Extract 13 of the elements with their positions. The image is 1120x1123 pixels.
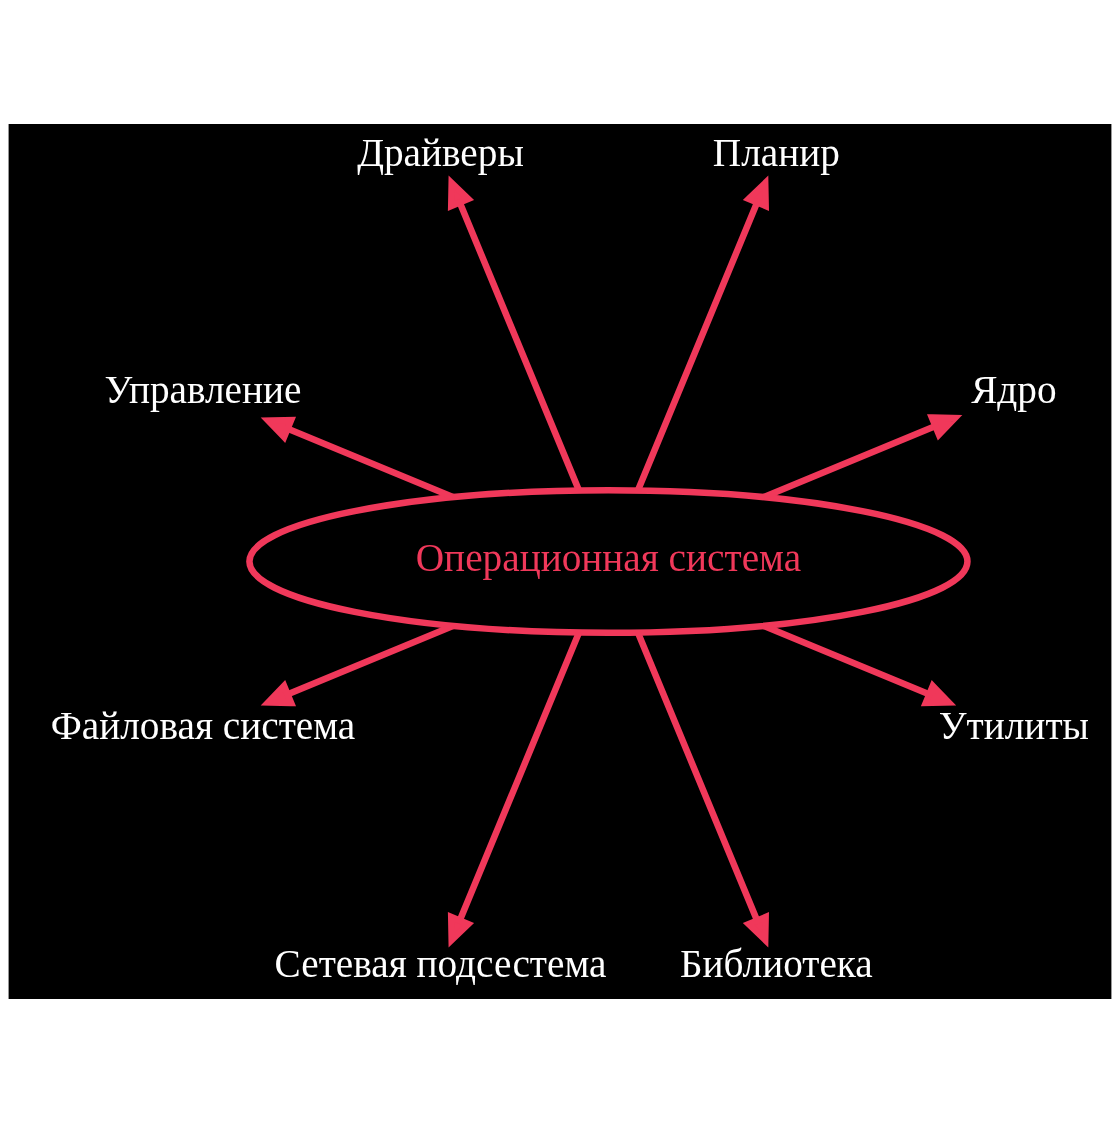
- arrow: [260, 622, 455, 707]
- node-text: Библиотека: [679, 941, 873, 985]
- arrow: [260, 416, 455, 501]
- node-text: Утилиты: [938, 704, 1089, 748]
- node-text: Управление: [104, 368, 302, 412]
- arrow: [762, 414, 963, 501]
- node-ellipse: Операционная система: [246, 487, 971, 636]
- node-text: Ядро: [971, 368, 1057, 412]
- node-text: Планир: [712, 130, 840, 174]
- arrow: [762, 622, 957, 707]
- node-text: Файловая система: [50, 704, 356, 748]
- node-text: Сетевая подсестема: [274, 941, 607, 985]
- node-text: Драйверы: [357, 130, 524, 174]
